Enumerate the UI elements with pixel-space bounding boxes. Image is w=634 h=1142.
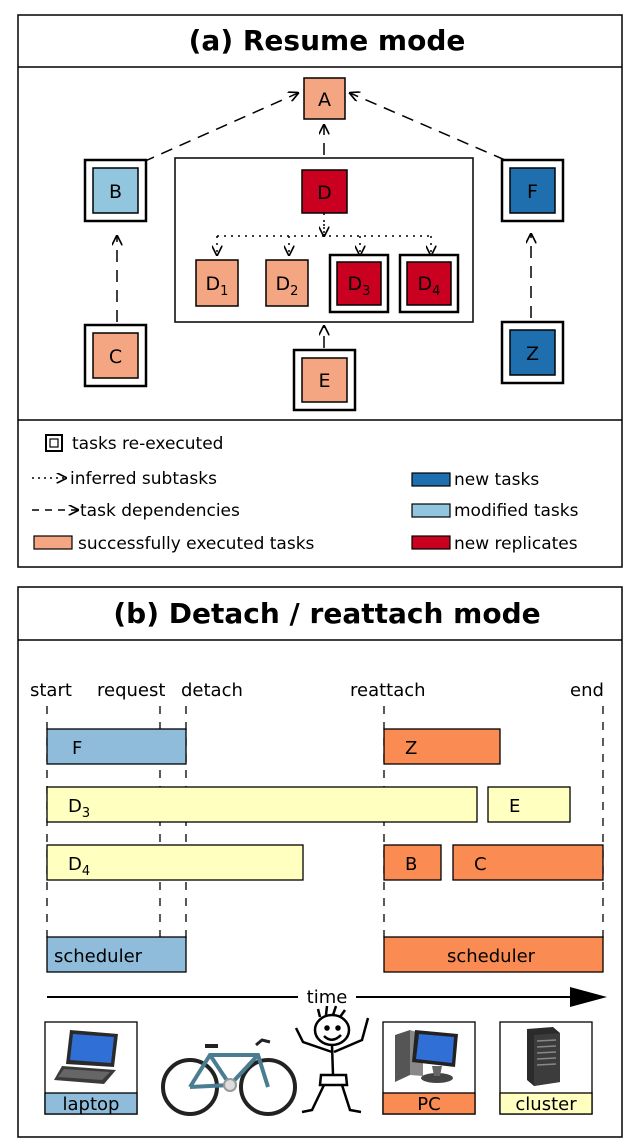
task-node-a-label: A — [318, 89, 331, 111]
marker-request-label: request — [97, 680, 165, 701]
marker-detach-label: detach — [181, 680, 243, 701]
bar-scheduler-laptop: scheduler — [46, 936, 187, 973]
task-node-d1-label: D — [206, 273, 221, 295]
legend-success-icon — [33, 535, 73, 550]
laptop-icon — [54, 1030, 118, 1084]
bar-scheduler-pc: scheduler — [383, 936, 604, 973]
legend: tasks re-executed inferred subtasks task… — [32, 434, 579, 554]
task-node-d2-sub: 2 — [290, 284, 298, 299]
marker-end-label: end — [570, 680, 604, 701]
task-dependency-edges — [117, 93, 531, 348]
task-node-b: B — [83, 158, 148, 223]
panel-a-title: (a) Resume mode — [189, 24, 466, 57]
task-node-a: A — [303, 77, 346, 120]
task-node-d2-label: D — [276, 273, 291, 295]
laptop-device: laptop — [44, 1021, 138, 1115]
legend-replicates-icon — [411, 535, 451, 550]
task-node-d3-sub: 3 — [362, 284, 370, 299]
svg-text:D4: D4 — [418, 273, 441, 299]
legend-inferred-label: inferred subtasks — [70, 469, 217, 489]
marker-reattach-label: reattach — [350, 680, 426, 701]
bar-d4-label: D — [68, 854, 82, 875]
legend-reexecuted-label: tasks re-executed — [72, 434, 223, 454]
legend-new-tasks-icon — [411, 472, 451, 487]
task-node-d2: D2 — [265, 259, 309, 307]
bar-scheduler-laptop-label: scheduler — [54, 946, 143, 967]
task-node-d: D — [301, 169, 348, 214]
task-node-d1: D1 — [195, 259, 239, 307]
task-node-e-label: E — [318, 370, 330, 392]
legend-modified-icon — [411, 503, 451, 518]
bar-d4: D4 — [46, 844, 304, 881]
task-node-d4-label: D — [418, 273, 433, 295]
task-node-f: F — [500, 158, 565, 223]
bar-d4-sub: 4 — [82, 864, 90, 879]
task-node-z-label: Z — [526, 343, 539, 365]
cluster-label: cluster — [515, 1094, 577, 1115]
task-node-d4-sub: 4 — [432, 284, 440, 299]
legend-dependencies-label: task dependencies — [80, 501, 240, 521]
laptop-label: laptop — [63, 1094, 120, 1115]
bar-c: C — [452, 844, 604, 881]
bar-b: B — [383, 844, 442, 881]
person-icon — [294, 1005, 370, 1114]
bar-e: E — [487, 786, 571, 823]
svg-text:D2: D2 — [276, 273, 299, 299]
legend-modified-label: modified tasks — [454, 501, 579, 521]
bar-f: F — [46, 728, 187, 765]
pc-icon — [395, 1030, 458, 1083]
task-node-d3: D3 — [328, 253, 390, 314]
d-group-box — [174, 157, 474, 323]
svg-text:D3: D3 — [68, 796, 90, 821]
task-node-c-label: C — [109, 346, 122, 368]
inferred-subtask-edges — [217, 213, 431, 255]
pc-label: PC — [417, 1094, 440, 1115]
bar-z-label: Z — [405, 738, 417, 759]
marker-start-label: start — [30, 680, 72, 701]
cluster-device: cluster — [499, 1021, 593, 1115]
bar-c-label: C — [474, 854, 487, 875]
bar-scheduler-pc-label: scheduler — [447, 946, 536, 967]
legend-new-tasks-label: new tasks — [454, 470, 539, 490]
svg-text:D1: D1 — [206, 273, 229, 299]
bar-d3-label: D — [68, 796, 82, 817]
task-node-z: Z — [500, 320, 565, 385]
task-node-e: E — [292, 348, 357, 412]
pc-device: PC — [382, 1021, 476, 1115]
task-node-d4: D4 — [398, 253, 460, 314]
panel-a-frame — [17, 14, 623, 568]
panel-b-title: (b) Detach / reattach mode — [113, 597, 540, 630]
svg-text:D4: D4 — [68, 854, 90, 879]
bar-z: Z — [383, 728, 501, 765]
bar-d3: D3 — [46, 786, 478, 823]
task-node-d-label: D — [317, 182, 332, 204]
legend-success-label: successfully executed tasks — [78, 534, 315, 554]
bar-f-label: F — [72, 738, 82, 759]
server-icon — [527, 1027, 560, 1086]
bicycle-icon — [161, 1038, 297, 1116]
task-node-c: C — [83, 323, 148, 388]
time-axis-label: time — [307, 987, 348, 1008]
task-node-d3-label: D — [348, 273, 363, 295]
legend-replicates-label: new replicates — [454, 534, 578, 554]
time-axis: time — [47, 987, 607, 1008]
panel-b-frame — [17, 586, 623, 1138]
task-node-f-label: F — [527, 181, 538, 203]
task-node-b-label: B — [109, 181, 122, 203]
svg-text:D3: D3 — [348, 273, 371, 299]
task-node-d1-sub: 1 — [220, 284, 228, 299]
bar-d3-sub: 3 — [82, 806, 90, 821]
bar-e-label: E — [509, 796, 520, 817]
bar-b-label: B — [405, 854, 417, 875]
